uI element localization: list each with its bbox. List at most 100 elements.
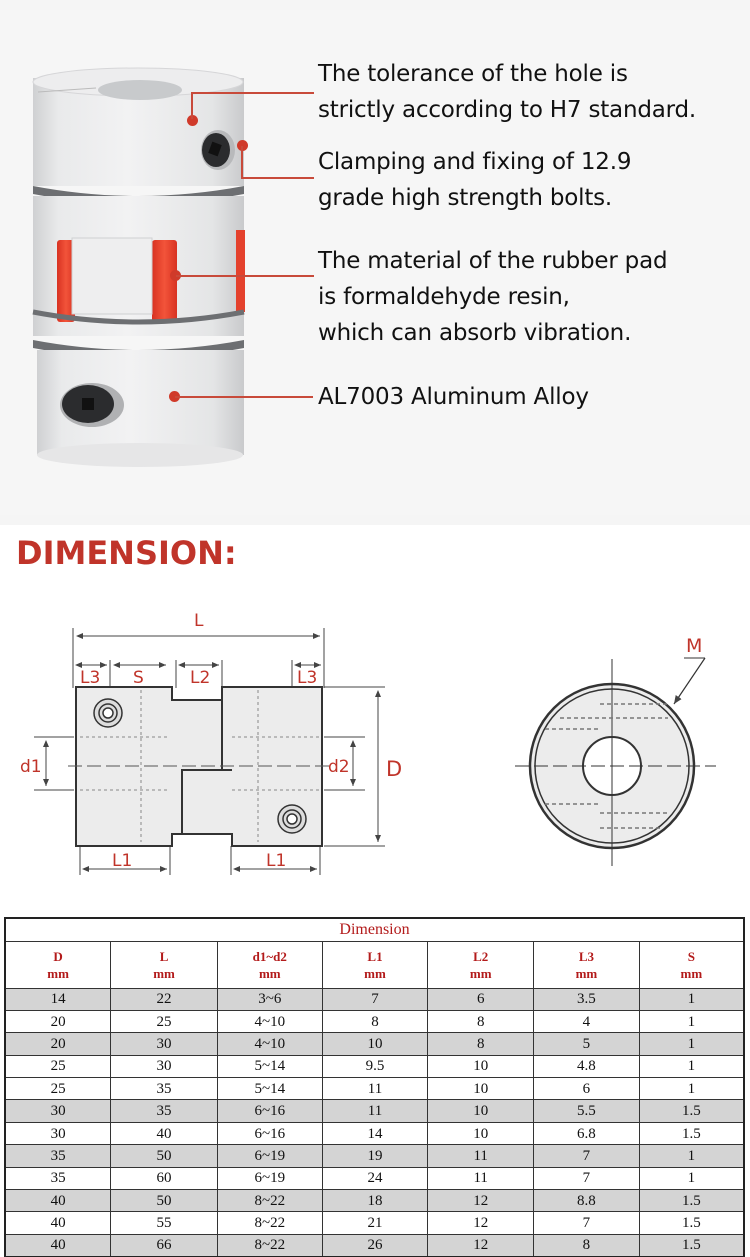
table-cell: 35	[4, 1166, 112, 1191]
leader-line-hole-tolerance	[191, 93, 193, 119]
table-cell: 30	[110, 1032, 218, 1056]
table-cell: 25	[110, 1009, 218, 1034]
dimension-heading: DIMENSION:	[16, 534, 237, 572]
leader-line-rubber-pad	[176, 275, 314, 277]
table-cell: 7	[533, 1211, 640, 1235]
table-cell: 6~16	[216, 1099, 323, 1123]
table-cell: 7	[321, 987, 429, 1011]
table-cell: 1	[638, 1077, 745, 1101]
table-cell: 1.5	[638, 1099, 745, 1123]
feature-hole-tolerance: The tolerance of the hole is strictly ac…	[318, 56, 696, 128]
callout-dot-aluminum	[169, 391, 180, 402]
label-D: D	[386, 757, 402, 781]
table-cell: 25	[4, 1077, 112, 1101]
table-cell: 1	[638, 1166, 745, 1191]
table-cell: 14	[4, 987, 112, 1011]
table-cell: 60	[110, 1166, 218, 1191]
table-cell: 8~22	[216, 1189, 323, 1213]
table-cell: 35	[110, 1099, 218, 1123]
table-cell: 66	[110, 1233, 218, 1257]
feature-text-line: which can absorb vibration.	[318, 320, 632, 346]
label-d2: d2	[328, 757, 350, 777]
label-L2: L2	[190, 668, 210, 688]
table-cell: 1	[638, 1054, 745, 1079]
table-cell: 8~22	[216, 1211, 323, 1235]
table-cell: 8~22	[216, 1233, 323, 1257]
table-cell: 1	[638, 1032, 745, 1056]
table-cell: 6	[427, 987, 535, 1011]
table-cell: 6~19	[216, 1144, 323, 1168]
feature-text-line: AL7003 Aluminum Alloy	[318, 384, 589, 410]
table-cell: 7	[533, 1144, 640, 1168]
label-S: S	[133, 668, 144, 688]
table-cell: 12	[427, 1189, 535, 1213]
table-cell: 5.5	[533, 1099, 640, 1123]
table-cell: 21	[321, 1211, 429, 1235]
table-cell: 1.5	[638, 1121, 745, 1146]
table-cell: 35	[110, 1077, 218, 1101]
table-cell: 12	[427, 1211, 535, 1235]
table-cell: 35	[4, 1144, 112, 1168]
table-cell: 6~16	[216, 1121, 323, 1146]
feature-text-line: Clamping and fixing of 12.9	[318, 149, 632, 175]
table-cell: 25	[4, 1054, 112, 1079]
table-cell: 19	[321, 1144, 429, 1168]
table-cell: 55	[110, 1211, 218, 1235]
table-cell: 40	[4, 1233, 112, 1257]
table-cell: 20	[4, 1032, 112, 1056]
table-cell: 30	[4, 1121, 112, 1146]
table-cell: 10	[427, 1054, 535, 1079]
table-cell: 8	[321, 1009, 429, 1034]
table-cell: 10	[427, 1099, 535, 1123]
table-cell: 1	[638, 1009, 745, 1034]
table-cell: 6.8	[533, 1121, 640, 1146]
callout-dot-hole-tolerance	[187, 115, 198, 126]
table-cell: 1.5	[638, 1233, 745, 1257]
table-cell: 50	[110, 1189, 218, 1213]
table-cell: 10	[427, 1121, 535, 1146]
table-cell: 1	[638, 987, 745, 1011]
feature-text-line: The material of the rubber pad	[318, 248, 668, 274]
feature-text-line: strictly according to H7 standard.	[318, 97, 696, 123]
feature-bolt-grade: Clamping and fixing of 12.9 grade high s…	[318, 144, 631, 216]
feature-text-line: The tolerance of the hole is	[318, 61, 628, 87]
table-cell: 8	[427, 1032, 535, 1056]
label-M: M	[686, 635, 702, 657]
table-cell: 18	[321, 1189, 429, 1213]
table-cell: 5	[533, 1032, 640, 1056]
label-L1-left: L1	[112, 851, 132, 871]
feature-rubber-pad: The material of the rubber pad is formal…	[318, 243, 668, 351]
table-cell: 11	[427, 1144, 535, 1168]
label-L1-right: L1	[266, 851, 286, 871]
table-cell: 8.8	[533, 1189, 640, 1213]
table-cell: 24	[321, 1166, 429, 1191]
table-cell: 11	[427, 1166, 535, 1191]
table-cell: 1	[638, 1144, 745, 1168]
callout-dot-bolt	[237, 140, 248, 151]
leader-line-bolt	[241, 146, 243, 178]
table-cell: 40	[4, 1211, 112, 1235]
table-cell: 10	[321, 1032, 429, 1056]
label-d1: d1	[20, 757, 42, 777]
leader-line-aluminum	[175, 396, 313, 398]
table-cell: 50	[110, 1144, 218, 1168]
table-cell: 5~14	[216, 1054, 323, 1079]
table-cell: 26	[321, 1233, 429, 1257]
table-cell: 1.5	[638, 1211, 745, 1235]
leader-line-hole-tolerance	[191, 92, 314, 94]
